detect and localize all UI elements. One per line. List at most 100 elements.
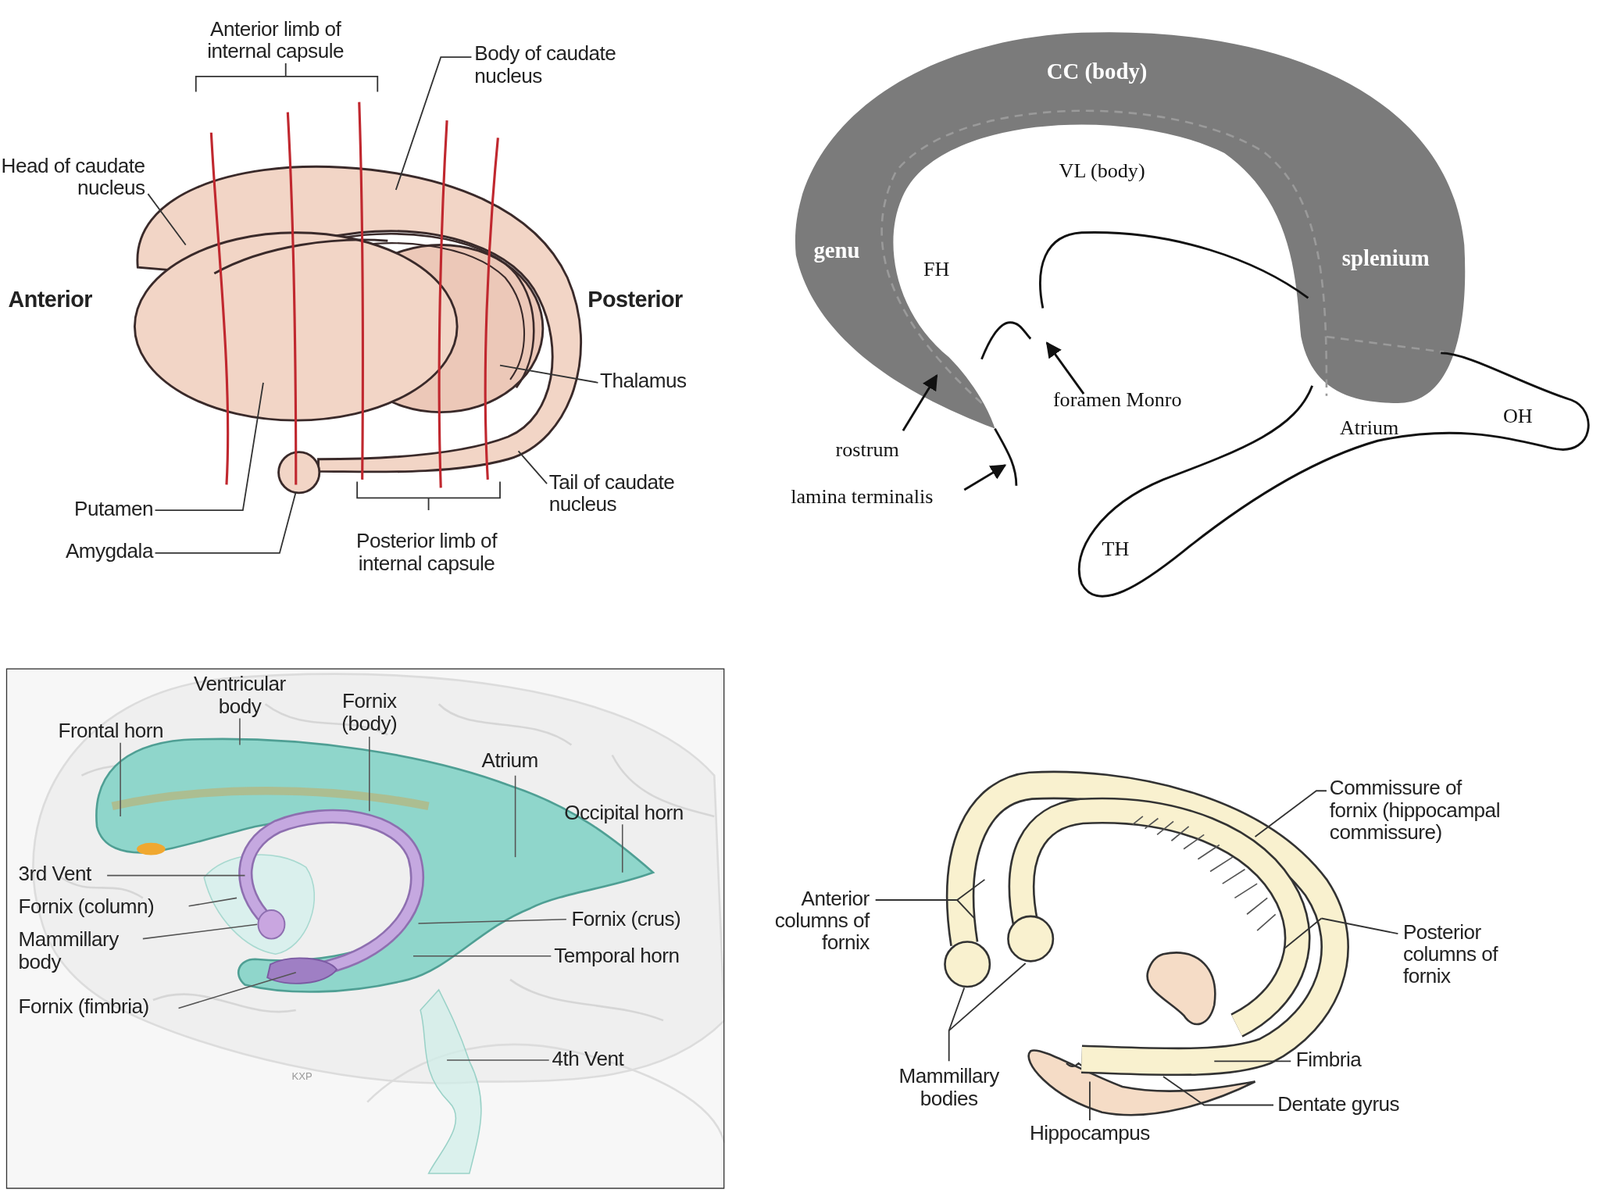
part-label: 3rd Vent xyxy=(18,863,162,886)
region-label: OH xyxy=(1503,405,1565,428)
fornix-illustration xyxy=(960,785,1335,1062)
region-label: genu xyxy=(775,239,899,264)
fornix-illustration xyxy=(960,785,1335,1062)
region-label: Atrium xyxy=(1339,417,1463,440)
part-label: Frontal horn xyxy=(57,720,222,743)
leader-lines xyxy=(119,742,122,817)
leader-lines xyxy=(196,76,378,93)
leader-lines xyxy=(621,824,624,872)
leader-lines xyxy=(147,193,186,245)
leader-lines xyxy=(147,57,598,554)
internal-capsule-fibers xyxy=(210,132,228,486)
corpus-callosum-shape xyxy=(1326,336,1444,353)
leader-lines xyxy=(155,492,297,554)
ventricle-outline xyxy=(1046,342,1084,394)
leader-lines xyxy=(949,963,1026,1031)
ventricular-system-illustration xyxy=(60,703,715,1021)
artist-signature: KXP xyxy=(292,1071,333,1083)
ventricular-system-illustration xyxy=(6,668,725,1190)
region-label: CC (body) xyxy=(994,59,1199,84)
leader-lines xyxy=(957,900,975,919)
part-label: Fornix (crus) xyxy=(571,907,725,930)
fornix-illustration xyxy=(1021,810,1298,1026)
part-label: Tail of caudate nucleus xyxy=(549,471,693,515)
region-label: FH xyxy=(923,257,985,280)
region-label: rostrum xyxy=(796,439,940,461)
part-label: Putamen xyxy=(10,497,154,520)
part-label: Thalamus xyxy=(600,370,723,393)
leader-lines xyxy=(357,481,500,498)
part-label: Body of caudate nucleus xyxy=(474,42,638,87)
fornix-illustration xyxy=(1007,916,1053,961)
ventricle-outline xyxy=(1039,232,1308,309)
leader-lines xyxy=(875,790,1399,1121)
part-label: Fimbria xyxy=(1296,1049,1419,1072)
region-label: VL (body) xyxy=(1000,160,1204,183)
leader-lines xyxy=(396,57,472,190)
ventricular-system-illustration xyxy=(267,957,337,983)
part-label: Head of caudate nucleus xyxy=(0,155,145,200)
ventricular-system-illustration xyxy=(245,816,418,973)
leader-lines xyxy=(446,1059,550,1061)
leader-lines xyxy=(518,450,548,484)
leader-lines xyxy=(418,919,567,924)
ventricle-outline xyxy=(994,428,1016,486)
ventricular-system-illustration xyxy=(32,674,725,1084)
leader-lines xyxy=(1283,918,1322,950)
internal-capsule-fibers xyxy=(439,120,447,488)
internal-capsule-fibers xyxy=(485,137,498,480)
part-label: Dentate gyrus xyxy=(1277,1093,1441,1116)
leader-lines xyxy=(875,879,986,900)
part-label: Hippocampus xyxy=(1007,1122,1172,1145)
region-label: lamina terminalis xyxy=(790,485,995,508)
ventricular-system-illustration xyxy=(257,910,285,940)
corpus-callosum-shape xyxy=(795,32,1465,429)
part-label: Anterior columns of fornix xyxy=(736,887,870,954)
basal-ganglia-illustration xyxy=(278,452,320,493)
fornix-illustration xyxy=(1147,953,1216,1025)
internal-capsule-fibers xyxy=(210,102,498,489)
part-label: Posterior limb of internal capsule xyxy=(339,530,514,575)
leader-lines xyxy=(107,875,245,877)
leader-lines xyxy=(500,365,598,383)
ventricular-system-illustration xyxy=(112,790,429,807)
fornix-illustration xyxy=(960,785,1335,1062)
leader-lines xyxy=(1321,918,1398,935)
region-label: TH xyxy=(1102,537,1164,560)
part-label: Fornix (column) xyxy=(18,896,203,918)
leader-lines xyxy=(1163,1076,1274,1106)
leader-lines xyxy=(514,775,517,858)
ventricle-outline xyxy=(964,465,1005,490)
part-label: Commissure of fornix (hippocampal commis… xyxy=(1329,777,1504,844)
part-label: Fornix (body) xyxy=(318,690,422,735)
part-label: Mammillary body xyxy=(18,928,147,973)
leader-lines xyxy=(413,955,551,958)
direction-label: Posterior xyxy=(587,287,711,312)
leader-lines xyxy=(1089,1081,1091,1121)
ventricular-system-illustration xyxy=(6,668,725,1190)
part-label: 4th Vent xyxy=(552,1047,696,1070)
fornix-illustration xyxy=(1132,816,1276,931)
part-label: Posterior columns of fornix xyxy=(1403,921,1536,988)
part-label: Mammillary bodies xyxy=(877,1065,1021,1110)
region-label: foramen Monro xyxy=(1053,389,1258,411)
internal-capsule-fibers xyxy=(359,102,364,480)
corpus-callosum-shape xyxy=(795,32,1465,429)
leader-lines xyxy=(178,972,297,1009)
region-label: splenium xyxy=(1303,246,1468,271)
corpus-callosum-shape xyxy=(882,110,1327,404)
ventricle-outline xyxy=(981,322,1031,360)
part-label: Atrium xyxy=(481,750,604,772)
part-label: Temporal horn xyxy=(553,944,718,967)
ventricle-outline xyxy=(903,232,1589,597)
ventricular-system-illustration xyxy=(367,1044,725,1143)
direction-label: Anterior xyxy=(7,287,131,312)
leader-lines xyxy=(285,63,287,77)
fornix-illustration xyxy=(944,942,990,987)
leader-lines xyxy=(155,382,264,511)
part-label: Anterior limb of internal capsule xyxy=(189,18,363,63)
ventricular-system-illustration xyxy=(6,668,725,1190)
leader-lines xyxy=(239,718,241,746)
internal-capsule-fibers xyxy=(287,112,296,486)
